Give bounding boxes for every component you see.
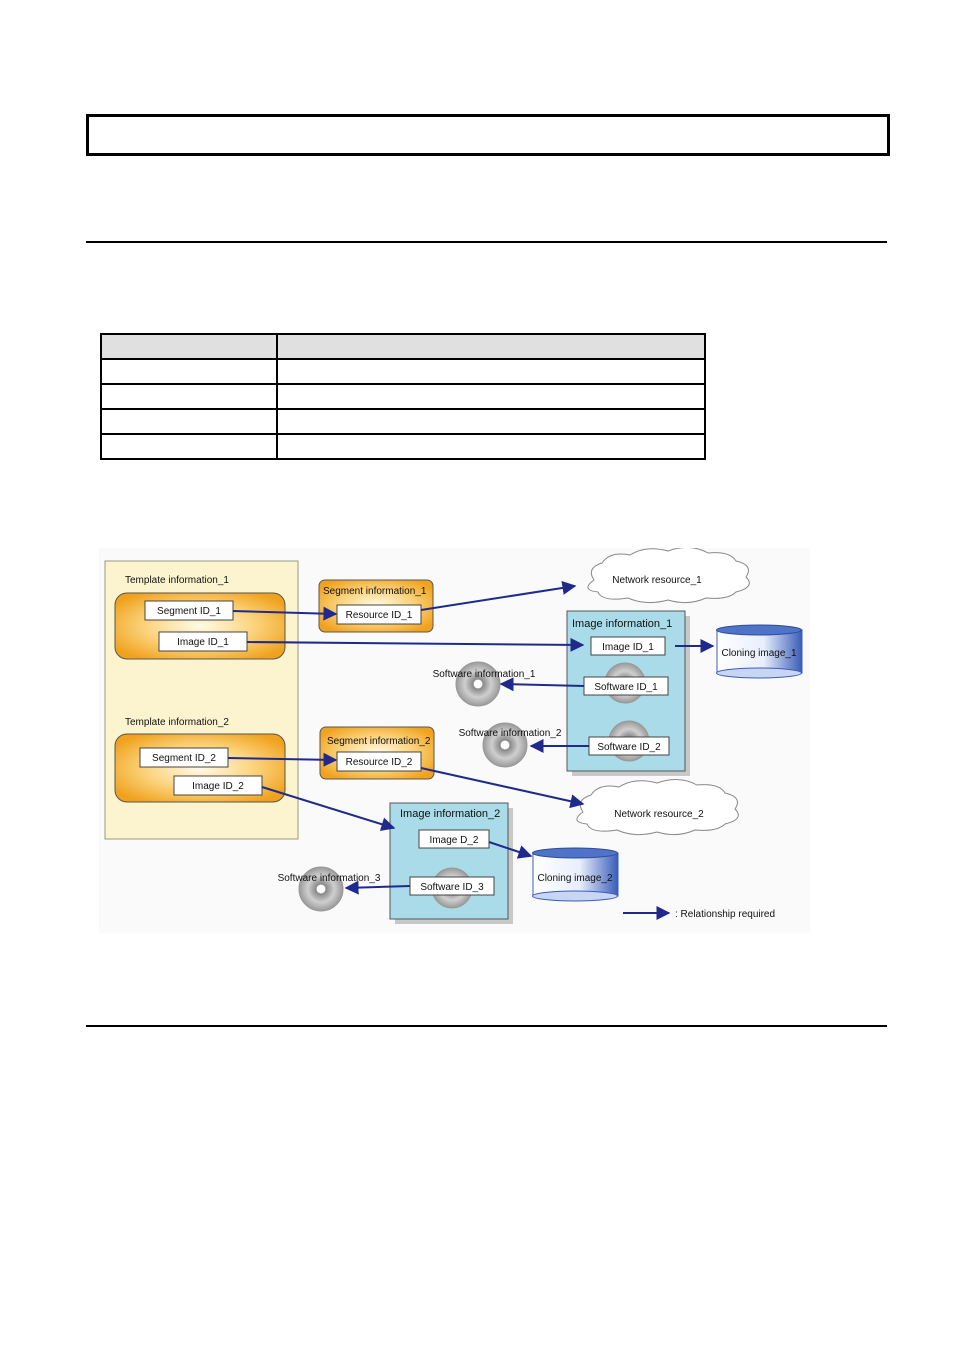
table-row [100,358,706,385]
arrow-resource1-to-network1 [420,581,577,611]
image-info-2-label: Image information_2 [400,808,500,820]
table-row [100,408,706,435]
software-info-2-disc-icon [482,722,528,768]
arrow-image2-to-imageinfo2 [261,786,396,831]
image-info-2-image-id-box [418,829,490,849]
cloning-image-2-cylinder [532,847,619,902]
segment-info-2-label: Segment information_2 [327,736,431,747]
software-id-2-label: Software ID_2 [597,742,661,753]
image-id-1-label: Image ID_1 [177,637,229,648]
table-cell [100,408,278,435]
segment-id-2-box [139,747,229,768]
table-cell [100,383,278,410]
network-resource-1-label: Network resource_1 [612,575,702,586]
table-cell [276,433,706,460]
network-resource-2-cloud [576,779,739,836]
page-title-box [86,114,890,156]
arrow-softwareid1-to-softwareinfo1 [499,677,585,692]
cloning-image-2-label: Cloning image_2 [537,873,612,884]
table-row [100,433,706,460]
table-row [100,383,706,410]
arrow-softwareid3-to-softwareinfo3 [344,880,411,895]
arrow-imageinfo2-to-cloning2 [488,841,533,859]
template-1-label: Template information_1 [125,575,229,586]
divider-bottom [86,1025,887,1027]
image-info-2-image-id-label: Image D_2 [430,835,479,846]
software-id-3-label: Software ID_3 [420,882,484,893]
image-info-1-image-id-label: Image ID_1 [602,642,654,653]
software-info-3-disc-icon [298,866,344,912]
image-info-1-image-id-box [590,636,666,656]
cloning-image-1-label: Cloning image_1 [721,648,796,659]
image-id-2-label: Image ID_2 [192,781,244,792]
resource-id-1-label: Resource ID_1 [346,610,413,621]
image-id-1-box [158,631,248,652]
segment-id-1-box [144,600,234,621]
segment-id-2-label: Segment ID_2 [152,753,216,764]
relationship-arrows [227,581,715,920]
table-header-cell [100,333,278,360]
cloning-image-1-cylinder [716,624,803,679]
image-info-1-label: Image information_1 [572,618,672,630]
software-id-1-label: Software ID_1 [594,682,658,693]
arrow-segment2-to-resource2 [227,752,338,767]
relationship-diagram: Template information_1 Segment ID_1 Imag… [99,548,810,933]
network-resource-2-label: Network resource_2 [614,809,704,820]
table-header-row [100,333,706,360]
table-cell [100,433,278,460]
divider-top [86,241,887,243]
info-table [100,333,706,460]
software-info-1-label: Software information_1 [433,669,536,680]
table-cell [276,408,706,435]
table-cell [276,358,706,385]
table-cell [276,383,706,410]
arrow-image1-to-imageinfo1 [246,637,585,652]
table-cell [100,358,278,385]
segment-id-1-label: Segment ID_1 [157,606,221,617]
arrow-resource2-to-network2 [420,767,585,809]
software-info-2-label: Software information_2 [459,728,562,739]
segment-info-1-label: Segment information_1 [323,586,427,597]
legend-label: : Relationship required [675,909,775,920]
network-resource-1-cloud [587,548,750,604]
arrow-segment1-to-resource1 [232,606,338,621]
template-2-label: Template information_2 [125,717,229,728]
image-id-2-box [173,775,263,796]
table-header-cell [276,333,706,360]
software-info-3-label: Software information_3 [278,873,381,884]
resource-id-2-label: Resource ID_2 [346,757,413,768]
